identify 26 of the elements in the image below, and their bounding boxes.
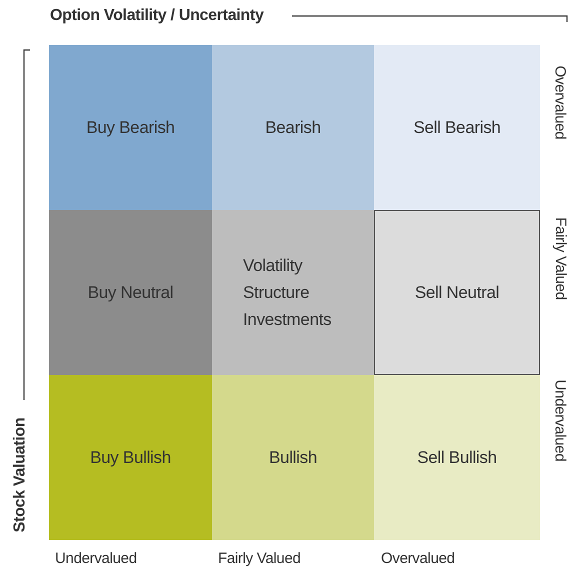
axis-tick-label: Overvalued <box>551 65 568 139</box>
axis-tick-label: Overvalued <box>381 550 455 567</box>
matrix-cell <box>212 210 374 375</box>
cell-label: Sell Bullish <box>417 447 497 469</box>
axis-tick-label: Fairly Valued <box>551 216 568 300</box>
matrix-cell <box>212 45 374 210</box>
matrix-cell <box>49 210 212 375</box>
cell-label: Sell Neutral <box>414 282 500 304</box>
cell-label: Bullish <box>269 447 317 469</box>
matrix-cell <box>49 45 212 210</box>
matrix-cell <box>212 375 374 540</box>
axis-title: Option Volatility / Uncertainty <box>50 7 264 25</box>
cell-label: Sell Bearish <box>413 117 501 139</box>
matrix-cell <box>374 45 540 210</box>
cell-label: Buy Bearish <box>86 117 175 139</box>
cell-label: Buy Bullish <box>90 447 171 469</box>
cell-label: Buy Neutral <box>88 282 174 304</box>
matrix-cell <box>374 375 540 540</box>
cell-label: Bearish <box>265 117 321 139</box>
axis-title: Stock Valuation <box>10 418 29 532</box>
axis-tick-label: Undervalued <box>55 550 137 567</box>
matrix-cell <box>374 210 540 375</box>
matrix-cell <box>49 375 212 540</box>
cell-label: Volatility Structure Investments <box>243 255 332 331</box>
axis-tick-label: Fairly Valued <box>218 550 301 567</box>
axis-tick-label: Undervalued <box>551 379 568 461</box>
